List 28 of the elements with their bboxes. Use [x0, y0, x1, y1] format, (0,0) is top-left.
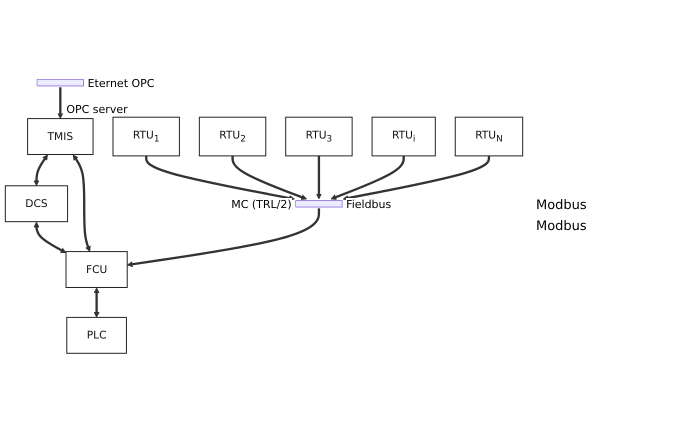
bus-bar: [295, 200, 343, 208]
arrow: [34, 154, 48, 186]
process-box: RTU$_{3}$: [285, 116, 353, 156]
process-box: RTU$_{N}$: [454, 116, 524, 156]
caption-text: Eternet OPC: [88, 77, 154, 90]
arrow: [94, 287, 100, 318]
arrow: [57, 86, 64, 119]
arrow: [34, 221, 66, 253]
process-box: PLC: [66, 316, 127, 354]
process-box: RTU$_{i}$: [372, 116, 436, 156]
process-box: FCU: [66, 250, 128, 288]
protocol-label: Modbus: [536, 219, 588, 234]
caption-text: OPC server: [66, 103, 128, 116]
arrow: [145, 156, 295, 201]
arrow: [126, 208, 320, 267]
arrow: [72, 154, 91, 252]
bus-bar: [36, 78, 84, 86]
process-box: TMIS: [27, 118, 94, 155]
caption-text: Fieldbus: [346, 198, 392, 212]
process-box: DCS: [4, 184, 68, 222]
arrow: [330, 156, 405, 200]
arrow: [342, 156, 490, 201]
arrow: [231, 156, 307, 200]
process-box: RTU$_{2}$: [198, 116, 266, 156]
caption-text: MC (TRL/2): [231, 198, 292, 212]
process-box: RTU$_{1}$: [112, 116, 180, 156]
arrow: [316, 156, 322, 200]
protocol-label: Modbus: [536, 198, 588, 213]
